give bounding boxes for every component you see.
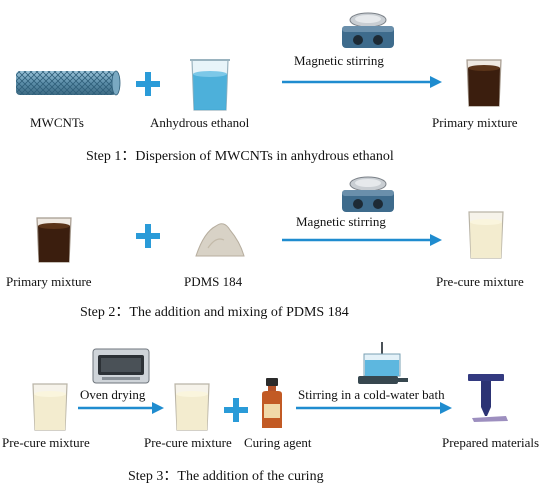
magnetic-stirrer-icon [338, 172, 398, 216]
primary-mixture-beaker-icon [34, 216, 74, 264]
pre-cure-mixture-label: Pre-cure mixture [144, 435, 232, 450]
process-arrow [296, 402, 452, 414]
plus-icon [136, 224, 160, 248]
process-arrow [282, 234, 442, 246]
primary-mixture-label: Primary mixture [432, 115, 518, 130]
cold-water-bath-stirrer-icon [356, 342, 408, 386]
magnetic-stirring-label: Magnetic stirring [296, 214, 386, 229]
pdms-184-label: PDMS 184 [184, 274, 243, 289]
process-arrow [282, 76, 442, 88]
oven-drying-label: Oven drying [80, 387, 146, 402]
pre-cure-mixture-label: Pre-cure mixture [436, 274, 524, 289]
primary-mixture-label: Primary mixture [6, 274, 92, 289]
pre-cure-beaker-icon [30, 382, 70, 432]
cold-water-bath-label: Stirring in a cold-water bath [298, 387, 445, 402]
prepared-materials-icon [466, 374, 510, 422]
curing-agent-bottle-icon [260, 378, 284, 430]
curing-agent-label: Curing agent [244, 435, 312, 450]
ethanol-beaker-icon [188, 58, 232, 112]
magnetic-stirrer-icon [338, 8, 398, 52]
plus-icon [224, 398, 248, 422]
step3-caption: Step 3：The addition of the curing [128, 469, 324, 484]
mwcnts-label: MWCNTs [30, 115, 84, 130]
prepared-materials-label: Prepared materials [442, 435, 540, 450]
process-arrow [78, 402, 164, 414]
pre-cure-mixture-label: Pre-cure mixture [2, 435, 90, 450]
plus-icon [136, 72, 160, 96]
oven-icon [92, 348, 150, 384]
pre-cure-beaker-icon [466, 210, 506, 260]
step2-caption: Step 2：The addition and mixing of PDMS 1… [80, 305, 349, 320]
mwcnt-nanotube-icon [16, 66, 121, 100]
pre-cure-beaker-icon [172, 382, 212, 432]
anhydrous-ethanol-label: Anhydrous ethanol [150, 115, 250, 130]
primary-mixture-beaker-icon [464, 58, 504, 108]
magnetic-stirring-label: Magnetic stirring [294, 53, 384, 68]
step1-caption: Step 1：Dispersion of MWCNTs in anhydrous… [86, 149, 394, 164]
pdms-powder-icon [194, 218, 246, 258]
